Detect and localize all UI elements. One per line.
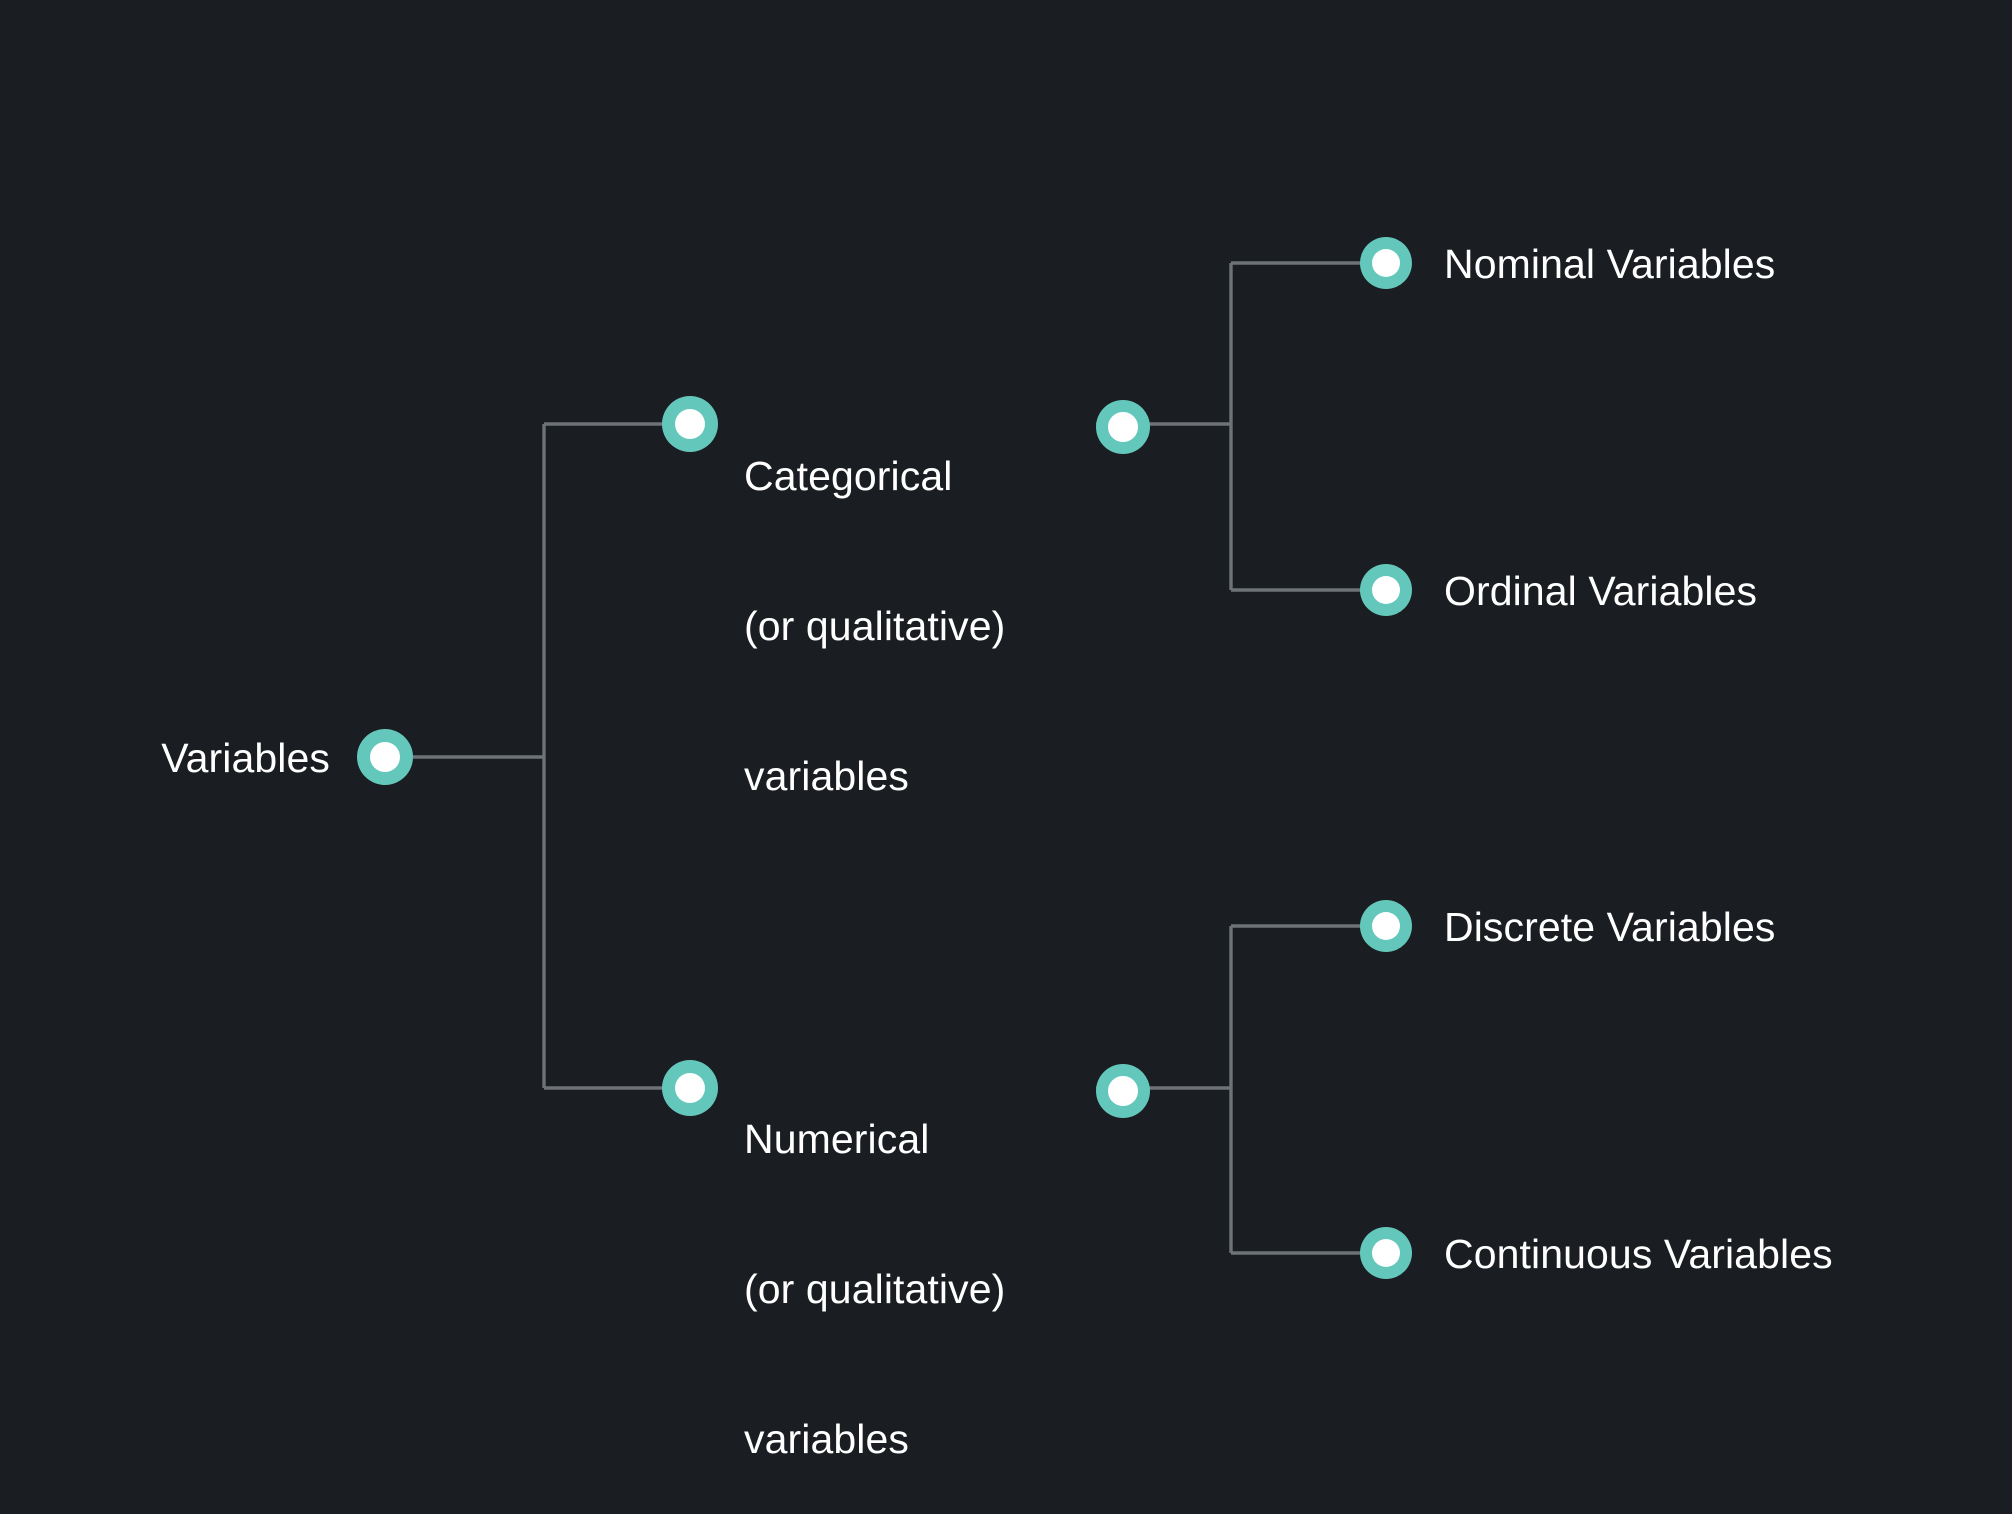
node-dot-discrete-icon[interactable] (1360, 900, 1412, 952)
numerical-label-line2: (or qualitative) (744, 1266, 1006, 1313)
discrete-label: Discrete Variables (1444, 904, 1776, 950)
ordinal-label: Ordinal Variables (1444, 568, 1758, 614)
node-dot-numerical-icon[interactable] (662, 1060, 718, 1116)
node-dot-categorical-split-icon[interactable] (1096, 400, 1150, 454)
numerical-label: Numerical (or qualitative) variables (744, 1014, 1104, 1514)
node-dot-categorical-icon[interactable] (662, 396, 718, 452)
categorical-label-line1: Categorical (744, 453, 953, 500)
node-dot-ordinal-icon[interactable] (1360, 564, 1412, 616)
numerical-label-line3: variables (744, 1416, 909, 1463)
node-dot-numerical-split-icon[interactable] (1096, 1064, 1150, 1118)
continuous-label: Continuous Variables (1444, 1231, 1833, 1277)
categorical-label: Categorical (or qualitative) variables (744, 351, 1104, 901)
root-label: Variables (161, 735, 330, 781)
node-dot-nominal-icon[interactable] (1360, 237, 1412, 289)
numerical-label-line1: Numerical (744, 1116, 930, 1163)
categorical-label-line3: variables (744, 753, 909, 800)
node-dot-continuous-icon[interactable] (1360, 1227, 1412, 1279)
node-dot-root-icon[interactable] (357, 729, 413, 785)
categorical-label-line2: (or qualitative) (744, 603, 1006, 650)
nominal-label: Nominal Variables (1444, 241, 1776, 287)
